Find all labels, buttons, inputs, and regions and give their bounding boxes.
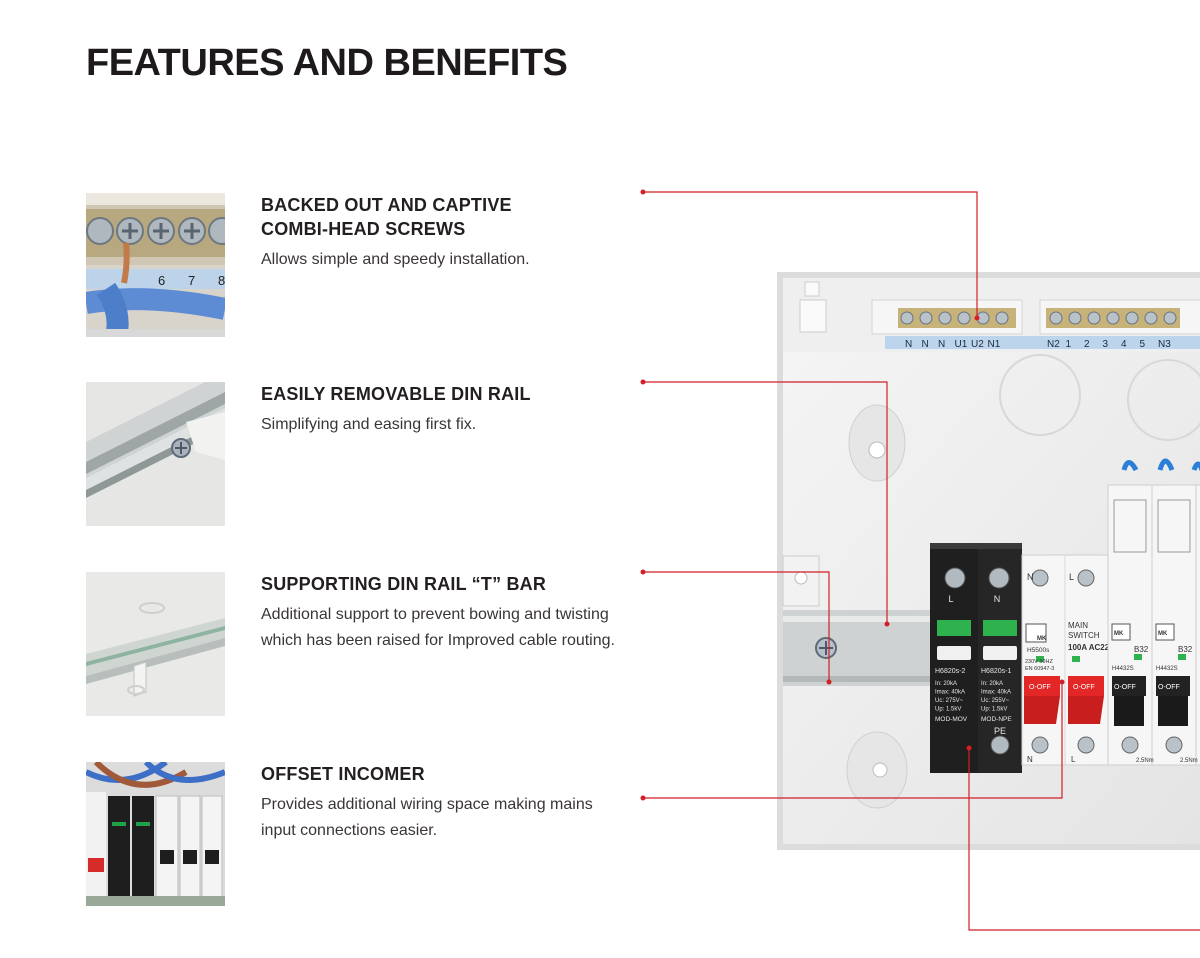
terminal-label: U2 <box>971 339 984 350</box>
t-bar-photo <box>86 572 225 716</box>
terminal-label: 2 <box>1084 339 1090 350</box>
svg-text:8: 8 <box>218 273 225 288</box>
spd-spec: Imax: 40kA <box>935 690 965 696</box>
spd-spec: Up: 1.5kV <box>935 707 961 713</box>
terminal-label: N <box>905 339 912 350</box>
feature-description: Provides additional wiring space making … <box>261 796 593 839</box>
terminal-bar <box>871 299 1200 349</box>
combi-head-screws-photo: 6 7 8 <box>86 193 225 337</box>
spd-base-label: MOD-NPE <box>981 716 1012 723</box>
spd-spec: Uc: 275V~ <box>935 698 964 704</box>
mcb-model: H4432S <box>1156 666 1178 672</box>
spd-spec: In: 20kA <box>935 681 957 687</box>
mcb-torque: 2.5Nm <box>1180 758 1198 764</box>
off-label: O-OFF <box>1114 684 1136 691</box>
terminal-label: 1 <box>1066 339 1072 350</box>
switch-terminal-label: N <box>1027 572 1034 582</box>
spd-terminal-label: L <box>948 594 953 604</box>
terminal-label: N <box>922 339 929 350</box>
terminal-label: U1 <box>955 339 968 350</box>
brand-logo-text: MK <box>1158 631 1168 637</box>
feature-description: Simplifying and easing first fix. <box>261 416 477 433</box>
terminal-label: 4 <box>1121 339 1127 350</box>
switch-terminal-label: N <box>1027 755 1033 764</box>
terminal-label: N1 <box>988 339 1001 350</box>
switch-label: SWITCH <box>1068 631 1100 640</box>
feature-heading: BACKED OUT AND CAPTIVE COMBI-HEAD SCREWS <box>261 195 512 239</box>
off-label: O-OFF <box>1073 684 1095 691</box>
off-label: O-OFF <box>1158 684 1180 691</box>
feature-heading: SUPPORTING DIN RAIL “T” BAR <box>261 574 547 594</box>
spd-spec: In: 20kA <box>981 681 1003 687</box>
mcb-rating: B32 <box>1134 645 1149 654</box>
spd-pe-label: PE <box>994 726 1006 736</box>
feature-description: Allows simple and speedy installation. <box>261 251 530 268</box>
spd-spec: Imax: 40kA <box>981 690 1011 696</box>
mcb-rating: B32 <box>1178 645 1193 654</box>
spd-spec: Uc: 255V~ <box>981 698 1010 704</box>
terminal-label: N <box>938 339 945 350</box>
spd-terminal-label: N <box>994 594 1001 604</box>
spd-model: H6820s-1 <box>981 668 1011 675</box>
terminal-label: N3 <box>1158 339 1171 350</box>
main-switch <box>1021 554 1109 766</box>
switch-model: H5500s <box>1027 647 1050 654</box>
terminal-label: 5 <box>1140 339 1146 350</box>
svg-text:7: 7 <box>188 273 195 288</box>
switch-spec: 230V 50HZ <box>1025 659 1053 665</box>
spd-spec: Up: 1.5kV <box>981 707 1007 713</box>
mcb-torque: 2.5Nm <box>1136 758 1154 764</box>
svg-text:6: 6 <box>158 273 165 288</box>
switch-label: MAIN <box>1068 621 1088 630</box>
callout-dots <box>640 189 1065 801</box>
spd-base-label: MOD-MOV <box>935 716 968 723</box>
page-title: FEATURES AND BENEFITS <box>86 42 568 84</box>
terminal-label: 3 <box>1103 339 1109 350</box>
mcb-breakers <box>1107 484 1200 766</box>
off-label: O-OFF <box>1029 684 1051 691</box>
terminal-label: N2 <box>1047 339 1060 350</box>
offset-incomer-photo <box>86 762 225 906</box>
mcb-model: H4432S <box>1112 666 1134 672</box>
din-rail-photo <box>86 382 225 526</box>
switch-terminal-label: L <box>1071 755 1076 764</box>
surge-protection-device <box>930 543 1022 773</box>
spd-model: H6820s-2 <box>935 668 965 675</box>
callout-lines <box>643 191 1200 931</box>
brand-logo-text: MK <box>1114 631 1124 637</box>
feature-description: Additional support to prevent bowing and… <box>261 606 615 649</box>
feature-heading: OFFSET INCOMER <box>261 764 425 784</box>
brand-logo-text: MK <box>1037 636 1047 642</box>
switch-spec: EN 60947-3 <box>1025 666 1054 672</box>
switch-rating: 100A AC22A <box>1068 643 1115 652</box>
feature-heading: EASILY REMOVABLE DIN RAIL <box>261 384 531 404</box>
switch-terminal-label: L <box>1069 572 1074 582</box>
